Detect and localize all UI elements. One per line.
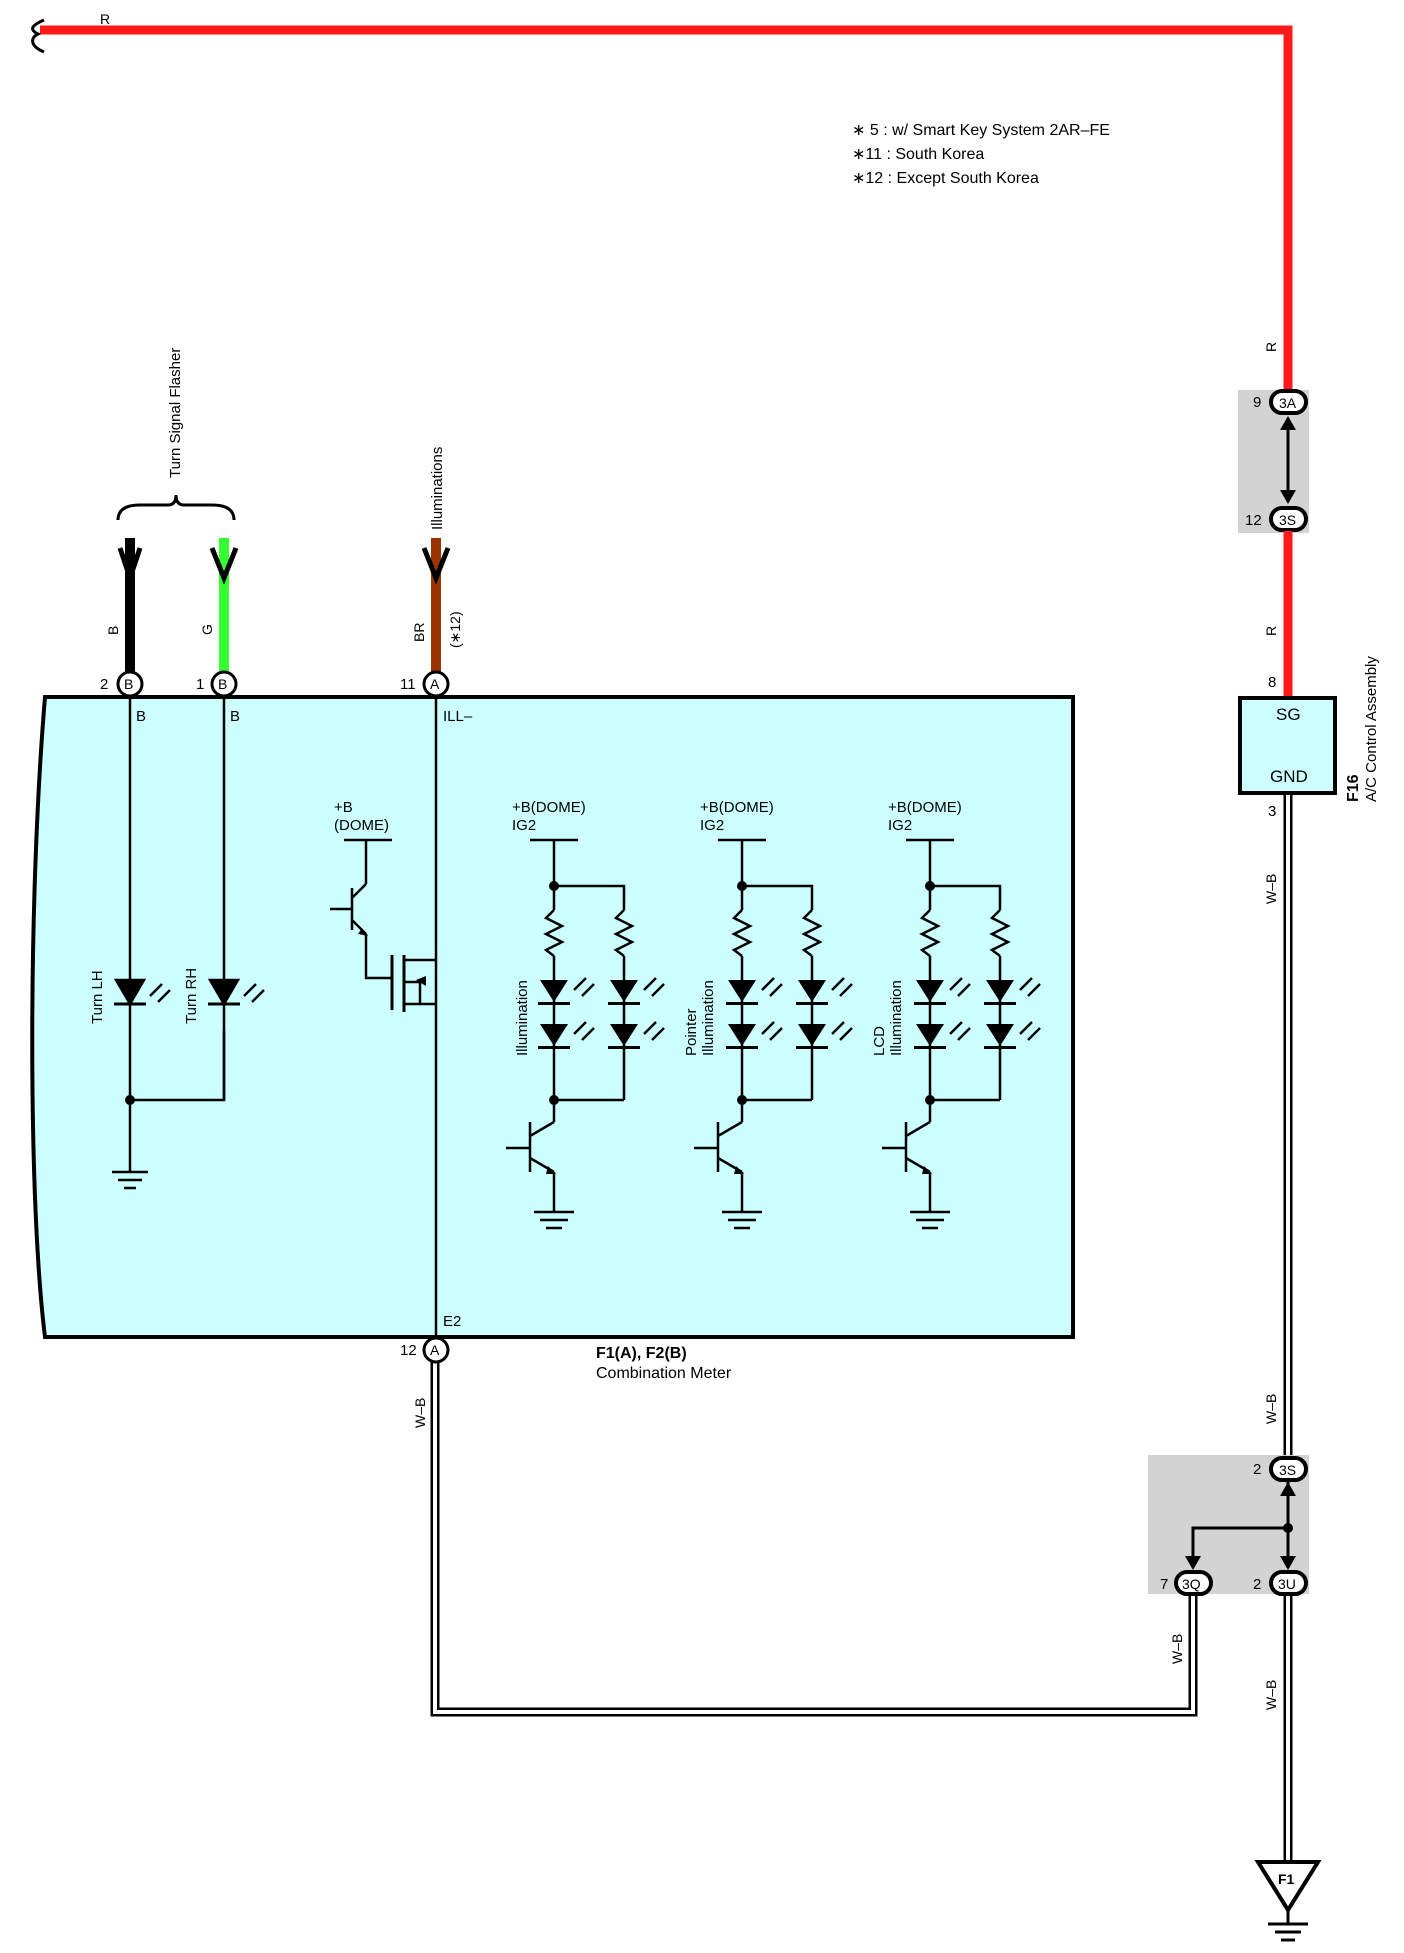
e2-label: E2: [443, 1313, 461, 1330]
wire-brown-note: (∗12): [447, 611, 463, 648]
pin-11: 11: [400, 676, 416, 693]
arrow-down-icon: [1280, 1556, 1296, 1570]
pin-2-3S: 2: [1253, 1461, 1261, 1478]
note-12: ∗12 : Except South Korea: [852, 170, 1039, 187]
wb-right-label-2: W–B: [1263, 1394, 1279, 1424]
pin-1: 1: [196, 676, 204, 693]
connector-3S-bottom: 3S: [1269, 1456, 1308, 1482]
pointer-illumination-circuit: [694, 838, 853, 1230]
ac-gnd-label: GND: [1270, 767, 1308, 786]
pointer-label: Pointer: [683, 1008, 700, 1056]
connector-3A: 3A: [1269, 389, 1308, 415]
dome-label: (DOME): [334, 817, 389, 834]
svg-text:3A: 3A: [1279, 395, 1297, 411]
turn-indicator-circuit: [112, 696, 265, 1190]
wb-wire-loop: [430, 1360, 1198, 1717]
connector-3U: 3U: [1269, 1570, 1308, 1596]
ac-name: A/C Control Assembly: [1363, 656, 1380, 802]
ac-control-assembly: SG GND: [1238, 696, 1337, 795]
red-right-label-1: R: [1263, 342, 1279, 352]
pin-7-3Q: 7: [1160, 1576, 1168, 1593]
arrow-down-icon: [1185, 1556, 1201, 1570]
group-turn-signal-flasher: Turn Signal Flasher: [167, 348, 184, 478]
pointer-illumination-label: Illumination: [700, 980, 717, 1056]
lcd-label: LCD: [871, 1026, 888, 1056]
pin-sg: 8: [1268, 674, 1276, 691]
wb-right-label-1: W–B: [1263, 874, 1279, 904]
group-illuminations: Illuminations: [429, 447, 446, 530]
red-right-label-2: R: [1263, 626, 1279, 636]
arrow-icon: [416, 976, 426, 986]
plus-b-dome-label-3: +B(DOME): [888, 799, 962, 816]
pin-1B: B: [210, 670, 238, 698]
wb-bottom-mid-label: W–B: [1169, 1634, 1185, 1664]
lcd-illumination-circuit: [882, 838, 1041, 1230]
plus-b-dome-label-2: +B(DOME): [700, 799, 774, 816]
wire-break-symbol: [31, 18, 45, 54]
arrow-down-icon: [1280, 490, 1296, 504]
pin-2: 2: [100, 676, 108, 693]
pin-b-label-lh: B: [136, 708, 146, 725]
junction-dot: [1283, 1523, 1293, 1533]
pin-gnd: 3: [1268, 803, 1276, 820]
pin-12A: A: [422, 1336, 450, 1364]
meter-id: F1(A), F2(B): [596, 1345, 687, 1362]
turn-lh-label: Turn LH: [89, 970, 106, 1024]
pin-2B: B: [116, 670, 144, 698]
ill-label: ILL–: [443, 708, 473, 725]
top-wire-color-label: R: [100, 11, 110, 27]
ig2-label-1: IG2: [512, 817, 536, 834]
pin-2-3U: 2: [1253, 1576, 1261, 1593]
wire-black-label: B: [105, 626, 121, 635]
pin-11A: A: [422, 670, 450, 698]
wire-brown-label: BR: [411, 623, 427, 642]
illumination-label: Illumination: [514, 980, 531, 1056]
plus-b-label: +B: [334, 799, 353, 816]
top-red-wire: [31, 18, 1293, 395]
svg-text:3U: 3U: [1278, 1576, 1296, 1592]
pin-9: 9: [1253, 394, 1261, 411]
svg-text:3S: 3S: [1279, 512, 1296, 528]
connector-3S-top: 3S: [1269, 506, 1308, 532]
wb-bottom-left-label: W–B: [412, 1398, 428, 1428]
turn-rh-label: Turn RH: [183, 968, 200, 1024]
ac-sg-label: SG: [1276, 705, 1301, 724]
arrow-up-icon: [1280, 1482, 1296, 1496]
ig2-label-3: IG2: [888, 817, 912, 834]
ground-F1-label: F1: [1278, 1871, 1295, 1887]
pin-12: 12: [400, 1342, 417, 1359]
svg-text:3S: 3S: [1279, 1462, 1296, 1478]
arrow-icon: [358, 928, 368, 936]
combination-meter-box: [30, 695, 1075, 1339]
wb-right-label-3: W–B: [1263, 1680, 1279, 1710]
meter-name: Combination Meter: [596, 1365, 732, 1382]
svg-text:B: B: [124, 676, 133, 692]
illumination-circuit: [506, 838, 665, 1230]
notes-block: ∗ 5 : w/ Smart Key System 2AR–FE ∗11 : S…: [852, 122, 1110, 187]
svg-text:A: A: [430, 676, 440, 692]
svg-text:B: B: [218, 676, 227, 692]
arrow-up-icon: [1280, 416, 1296, 430]
ac-id: F16: [1345, 774, 1362, 802]
pin-b-label-rh: B: [230, 708, 240, 725]
connector-3Q: 3Q: [1174, 1570, 1213, 1596]
ig2-label-2: IG2: [700, 817, 724, 834]
wire-green-label: G: [199, 624, 215, 635]
note-11: ∗11 : South Korea: [852, 146, 984, 163]
flasher-brace: [116, 494, 236, 521]
note-5: ∗ 5 : w/ Smart Key System 2AR–FE: [852, 122, 1110, 139]
svg-text:3Q: 3Q: [1182, 1576, 1201, 1592]
pin-12: 12: [1245, 512, 1262, 529]
ground-F1: F1: [1254, 1860, 1322, 1942]
lcd-illumination-label: Illumination: [888, 980, 905, 1056]
svg-text:A: A: [430, 1342, 440, 1358]
plus-b-dome-label-1: +B(DOME): [512, 799, 586, 816]
node-dot: [125, 1095, 135, 1105]
